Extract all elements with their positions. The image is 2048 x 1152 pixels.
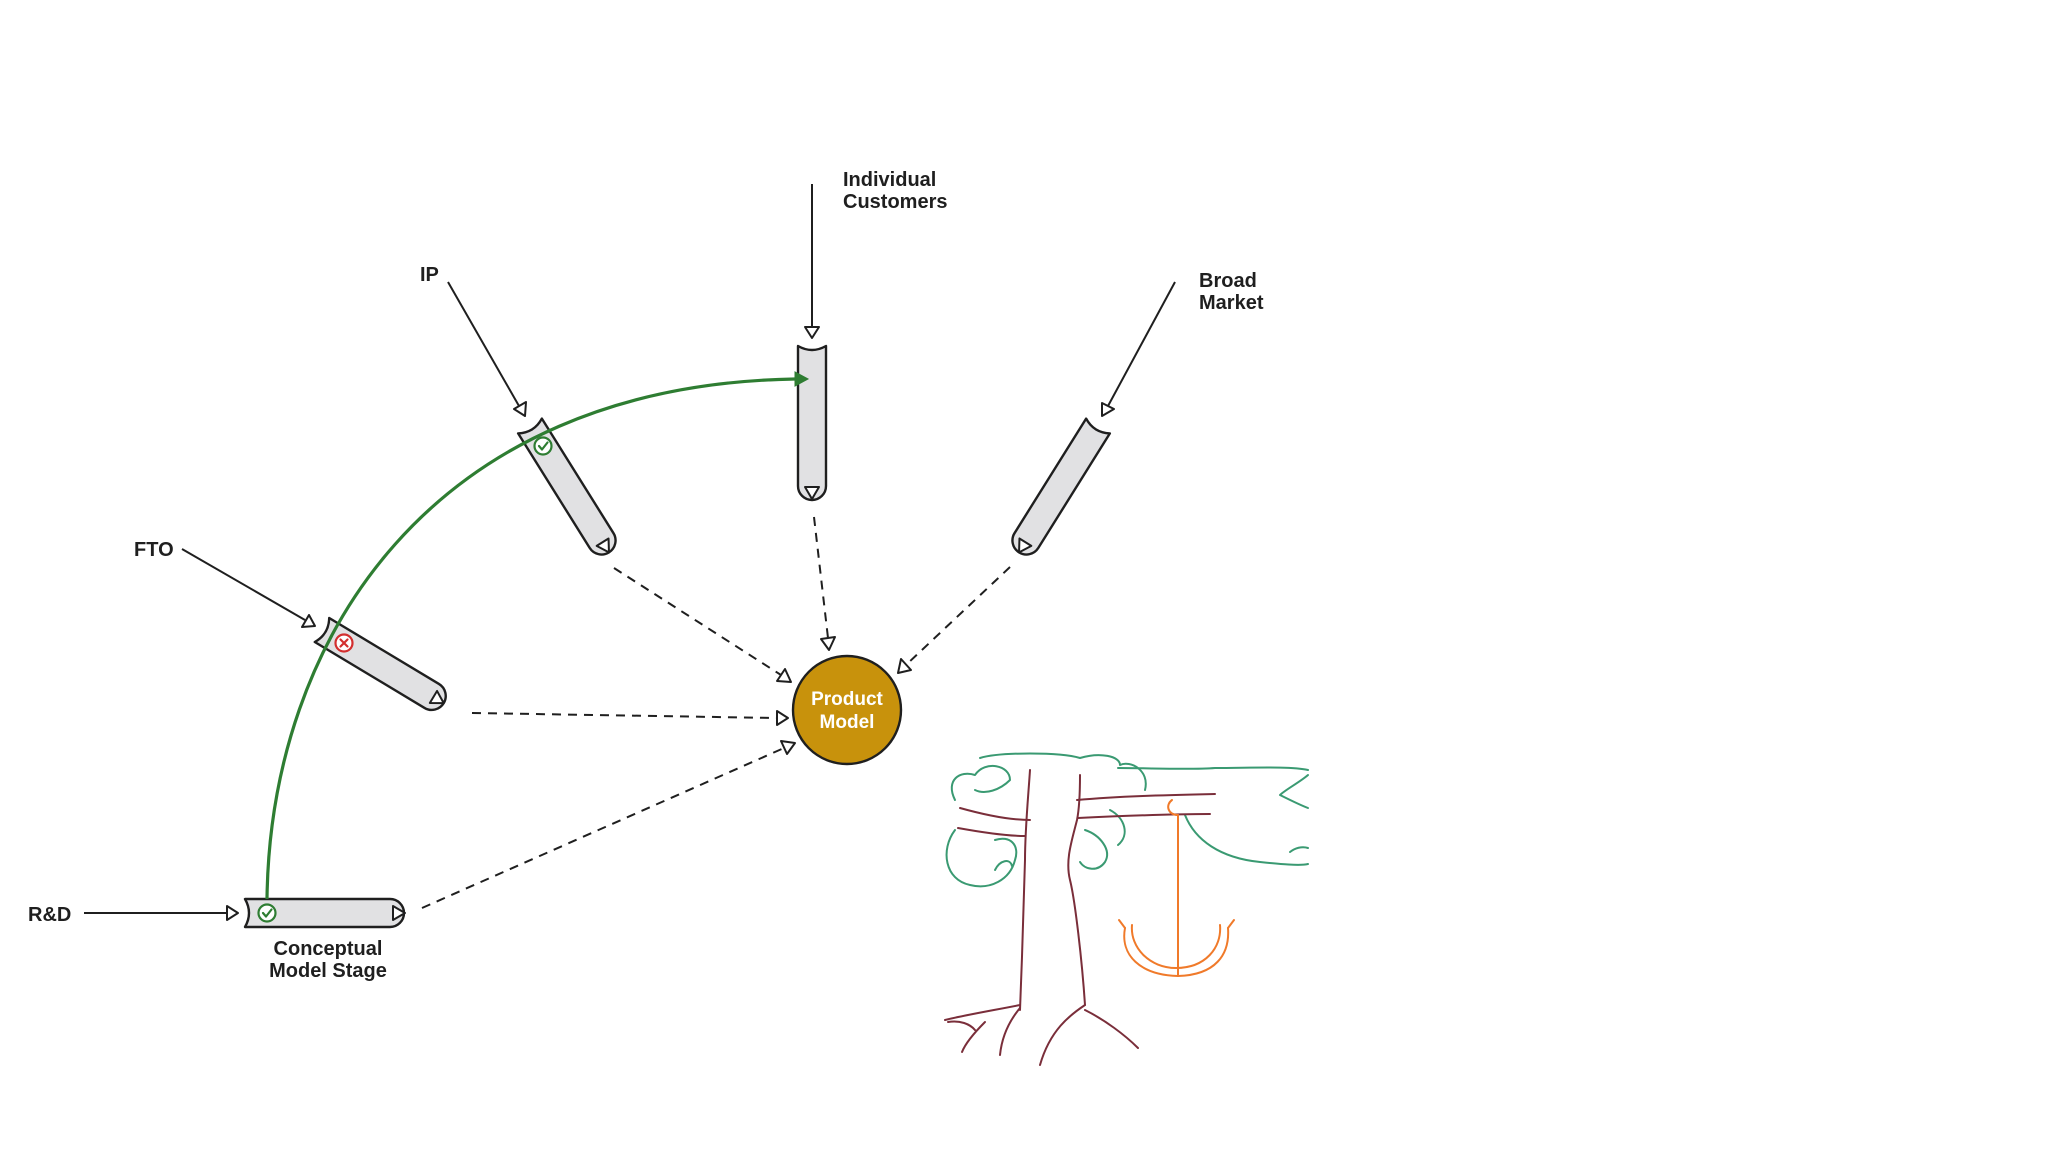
check-icon	[259, 905, 276, 922]
product-model-label-line1: Product	[811, 689, 883, 710]
check-icon	[535, 438, 552, 455]
broad-market-input-arrow	[1102, 282, 1175, 416]
ip-input-arrow	[448, 282, 526, 416]
ip-to-product-dashed-arrow	[614, 568, 791, 682]
fto-input-arrow	[182, 549, 315, 627]
individual-customers-label-line2: Customers	[843, 191, 947, 213]
individual-to-product-dashed-arrow	[814, 517, 835, 650]
product-model-label-line2: Model	[820, 712, 875, 733]
stage-label-line2: Model Stage	[269, 960, 387, 982]
fto-label: FTO	[134, 539, 174, 561]
cross-icon	[336, 635, 353, 652]
tree-anchor-sketch	[945, 754, 1308, 1066]
product-model-circle	[793, 656, 901, 764]
individual-customers-label-line1: Individual	[843, 169, 936, 191]
broad-market-label-line2: Market	[1199, 292, 1264, 314]
broad-market-pipe	[1007, 419, 1110, 560]
product-model-node: Product Model	[793, 656, 901, 764]
rd-input-arrow	[84, 906, 238, 920]
individual-customers-pipe	[798, 346, 826, 500]
stage-label-line1: Conceptual	[274, 938, 383, 960]
conceptual-to-product-dashed-arrow	[422, 741, 795, 908]
fto-pipe	[315, 618, 451, 715]
individual-input-arrow	[805, 184, 819, 338]
rd-label: R&D	[28, 904, 71, 926]
broad-market-label-line1: Broad	[1199, 270, 1257, 292]
fto-to-product-dashed-arrow	[472, 711, 788, 725]
ip-label: IP	[420, 264, 439, 286]
broad-market-to-product-dashed-arrow	[898, 567, 1010, 673]
